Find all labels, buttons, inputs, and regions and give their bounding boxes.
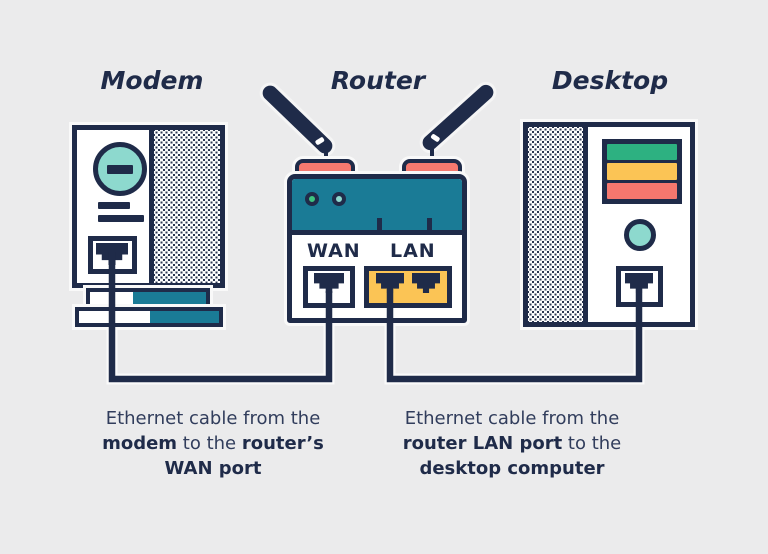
desktop-title: Desktop [551, 66, 669, 95]
router-front-panel [292, 179, 462, 235]
desktop-drive-bays-icon [602, 139, 682, 204]
panel-notch [427, 218, 432, 230]
modem-vent-panel [149, 130, 220, 283]
modem-device [72, 125, 225, 288]
antenna-shine-icon [430, 133, 441, 143]
caption-router-to-desktop: Ethernet cable from the router LAN port … [386, 406, 638, 481]
caption-bold: WAN port [164, 458, 262, 479]
ethernet-jack-icon [625, 273, 653, 293]
router-device: WAN LAN [287, 174, 467, 323]
router-green-led-icon [305, 192, 319, 206]
caption-text: Ethernet cable from the [404, 408, 620, 429]
ethernet-jack-icon [412, 273, 440, 293]
modem-base-lower [75, 307, 223, 327]
desktop-power-led-icon [624, 219, 656, 251]
modem-power-button-icon [93, 142, 147, 196]
router-lan-ports [364, 266, 452, 308]
ethernet-jack-icon [96, 243, 128, 265]
router-to-desktop-cable-outline [384, 325, 645, 385]
wan-port-label: WAN [307, 240, 361, 262]
modem-status-line-icon [98, 202, 130, 209]
caption-bold: router’s [241, 433, 324, 454]
lan-port-label: LAN [390, 240, 436, 262]
caption-bold: modem [102, 433, 178, 454]
panel-notch [377, 218, 382, 230]
ethernet-jack-icon [314, 273, 344, 293]
modem-ethernet-port [88, 236, 137, 274]
caption-text: Ethernet cable from the [105, 408, 321, 429]
green-bay-bar [607, 144, 677, 161]
caption-modem-to-router: Ethernet cable from the modem to the rou… [87, 406, 339, 481]
modem-base-upper [86, 288, 210, 308]
caption-text: to the [177, 433, 242, 454]
antenna-shine-icon [314, 136, 325, 146]
ethernet-jack-icon [376, 273, 404, 293]
yellow-bay-bar [607, 163, 677, 180]
modem-base-teal-segment [150, 311, 219, 323]
modem-base-teal-segment [133, 292, 206, 304]
router-wan-port [303, 266, 355, 308]
desktop-vent-panel [528, 127, 588, 322]
router-title: Router [330, 66, 426, 95]
modem-title: Modem [100, 66, 204, 95]
router-teal-led-icon [332, 192, 346, 206]
caption-bold: router LAN port [402, 433, 563, 454]
minus-icon [107, 164, 133, 174]
caption-bold: desktop computer [419, 458, 605, 479]
caption-text: to the [562, 433, 622, 454]
red-bay-bar [607, 182, 677, 199]
antenna-stem [430, 146, 434, 162]
desktop-device [523, 122, 695, 327]
antenna-stem [324, 146, 328, 162]
modem-status-line-icon [98, 215, 144, 222]
desktop-ethernet-port [616, 266, 663, 307]
modem-to-router-cable-outline [106, 325, 335, 385]
